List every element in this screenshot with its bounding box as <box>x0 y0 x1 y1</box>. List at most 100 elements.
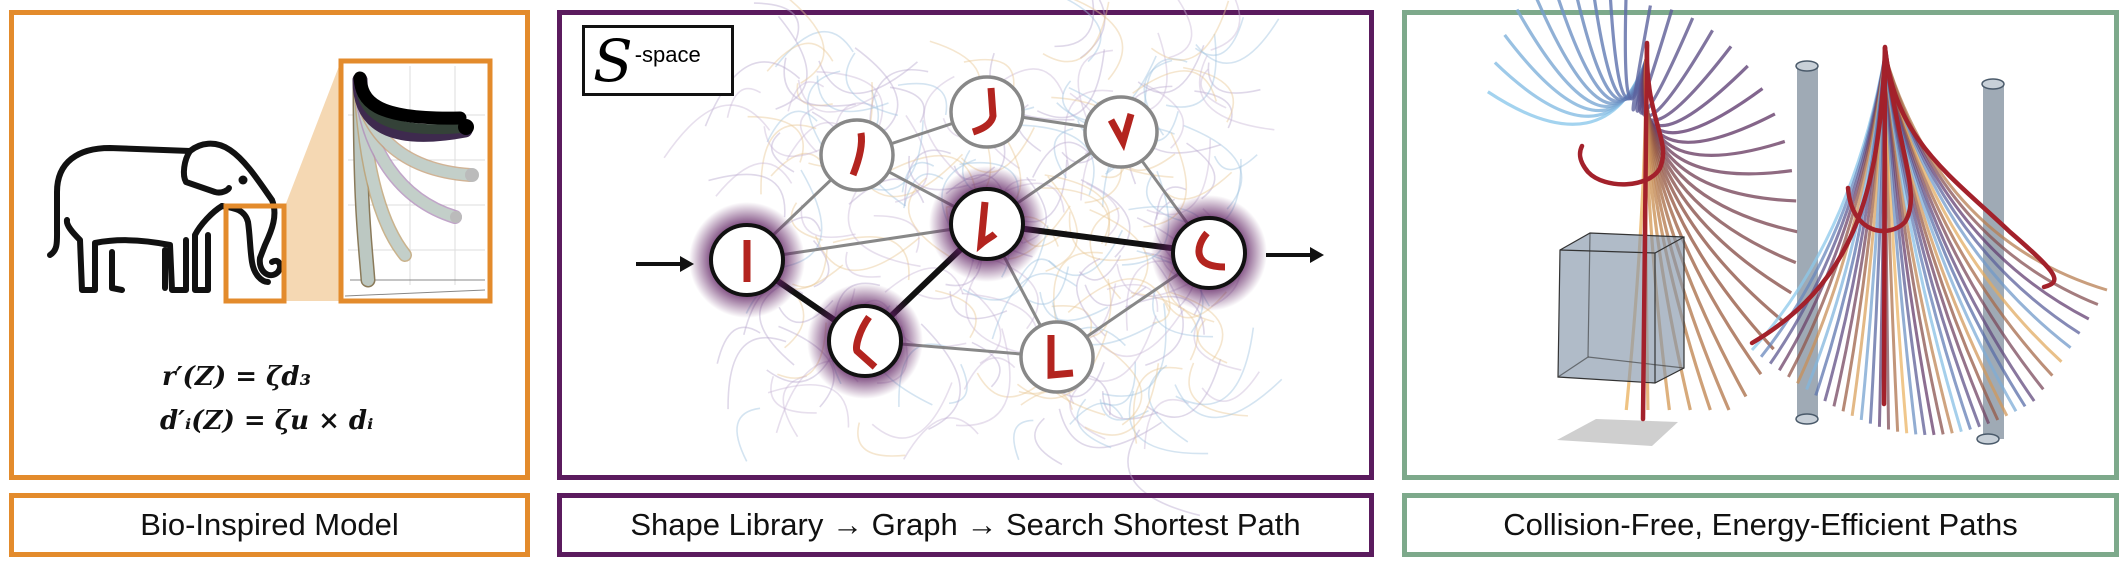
library-curve <box>1048 229 1124 277</box>
path-hook-left-scene <box>1577 42 1666 187</box>
paths-panel <box>1402 10 2119 480</box>
library-curve <box>1068 211 1154 262</box>
library-curve <box>845 251 881 278</box>
library-curve <box>1077 49 1113 126</box>
library-curve <box>704 61 801 127</box>
library-curve <box>854 47 899 139</box>
library-curve <box>787 81 825 112</box>
library-curve <box>1165 33 1217 108</box>
library-curve <box>1069 384 1106 440</box>
library-curve <box>1128 390 1209 455</box>
library-curve <box>736 407 761 462</box>
library-curve <box>1053 127 1074 179</box>
library-curve <box>753 2 800 41</box>
library-curve <box>1142 82 1185 149</box>
library-curve <box>963 357 1016 390</box>
library-curve <box>747 115 804 163</box>
equation-position: r′(Z) = ζd₃ <box>162 362 311 392</box>
library-curve <box>1201 371 1260 403</box>
library-curve <box>1026 266 1070 305</box>
library-curve <box>1143 58 1188 110</box>
library-curve <box>1034 417 1063 466</box>
library-curve <box>1186 142 1216 200</box>
library-curve <box>857 422 906 457</box>
library-curve <box>1143 132 1187 228</box>
library-curve <box>1174 378 1283 419</box>
library-curve <box>770 132 795 173</box>
library-curve <box>832 236 910 281</box>
node-shape-glyph <box>976 201 998 253</box>
graph-nodes <box>689 75 1267 399</box>
graph-node-D <box>1083 95 1159 169</box>
library-curve <box>1198 55 1275 131</box>
node-shape-glyph <box>971 87 997 136</box>
library-curve <box>1194 16 1245 57</box>
library-curve <box>956 328 1011 427</box>
library-curve <box>1137 45 1205 94</box>
elephant-eye <box>238 175 248 185</box>
library-curve <box>1193 316 1242 371</box>
optimal-paths <box>1577 40 2057 422</box>
node-shape-glyph <box>849 132 865 177</box>
path-hook-right-scene <box>1845 45 1914 234</box>
library-curve <box>1016 330 1108 400</box>
library-curve <box>770 376 817 414</box>
library-curve <box>1036 49 1106 119</box>
library-curve <box>1106 283 1159 312</box>
caption-paths: Collision-Free, Energy-Efficient Paths <box>1402 493 2119 557</box>
library-curve <box>1086 182 1120 237</box>
library-curve <box>871 382 953 439</box>
library-curve <box>1207 62 1261 94</box>
node-circle <box>1019 320 1095 394</box>
library-curve <box>920 323 961 430</box>
library-curve <box>800 204 856 238</box>
library-curve <box>935 289 977 339</box>
library-curve <box>1054 0 1095 48</box>
library-curve <box>1053 251 1103 335</box>
library-curve <box>1079 0 1106 59</box>
s-space-symbol: S <box>593 26 633 95</box>
library-curve <box>708 173 786 218</box>
floor-target <box>1557 419 1678 446</box>
library-curve <box>766 42 834 72</box>
library-curve <box>1148 364 1189 443</box>
path-sweep-left <box>1749 45 1888 346</box>
path-sweep-right <box>1882 45 2057 290</box>
path-straight <box>1640 40 1650 422</box>
elephant-illustration <box>47 58 493 304</box>
library-curve <box>903 173 944 209</box>
library-curve <box>1080 179 1131 258</box>
library-curve <box>991 272 1078 340</box>
node-circle <box>949 75 1025 149</box>
library-curve <box>1058 408 1162 449</box>
equation-directors: d′ᵢ(Z) = ζu × dᵢ <box>160 406 374 436</box>
library-curve <box>1089 207 1122 300</box>
library-curve <box>1152 287 1214 338</box>
library-curve <box>1073 0 1124 81</box>
library-curve <box>889 86 925 123</box>
library-curve <box>816 75 889 113</box>
library-curve <box>1038 187 1111 247</box>
library-curve <box>1188 362 1248 417</box>
library-curve <box>1078 254 1122 281</box>
library-curve <box>1031 141 1091 178</box>
library-curve <box>884 267 964 295</box>
library-curve <box>1102 303 1167 397</box>
library-curve <box>1127 429 1201 517</box>
library-curve <box>847 188 921 268</box>
cube-obstacle <box>1557 232 1685 384</box>
library-curve <box>1143 398 1189 450</box>
library-curve <box>968 287 1002 364</box>
library-curve <box>716 326 761 364</box>
library-curve <box>812 240 830 288</box>
library-curve <box>1101 391 1159 420</box>
output-arrow <box>1266 247 1324 263</box>
library-curve <box>775 15 808 110</box>
caption-graph-search: Shape Library → Graph → Search Shortest … <box>557 493 1374 557</box>
bio-model-panel <box>9 10 530 480</box>
library-curve <box>715 162 793 197</box>
library-curve <box>818 60 918 95</box>
candidate-path <box>1883 54 2108 292</box>
node-shape-glyph <box>1047 335 1074 379</box>
library-curve <box>766 110 818 143</box>
